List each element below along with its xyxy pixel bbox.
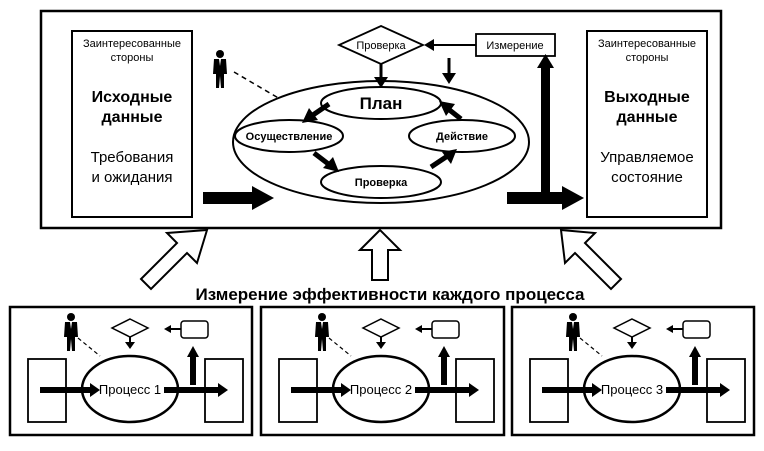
output-heading-line2: данные — [617, 109, 678, 126]
hollow-arrow-center — [357, 228, 403, 281]
output-stakeholders-line1: Заинтересованные — [598, 38, 696, 50]
process-1-label: Процесс 1 — [99, 382, 161, 397]
measure-to-check-arrow — [424, 39, 434, 51]
plan-to-do-arrow — [302, 108, 318, 123]
output-body-line2: состояние — [611, 169, 683, 186]
check-to-plan-arrow — [374, 77, 388, 88]
hollow-arrow-right — [559, 228, 623, 291]
do-to-check-arrow — [323, 157, 339, 172]
measurement-caption: Измерение эффективности каждого процесса — [196, 285, 585, 304]
check-to-act-arrow — [442, 149, 457, 164]
measurement-box-label: Измерение — [486, 40, 543, 52]
check-label: Проверка — [355, 177, 408, 189]
output-stakeholders-line2: стороны — [626, 52, 669, 64]
act-label: Действие — [436, 131, 488, 143]
hollow-arrow-left — [139, 228, 209, 291]
process-1-measurement-box — [180, 320, 209, 339]
input-heading-line1: Исходные — [92, 89, 173, 106]
output-arrow — [562, 186, 584, 210]
act-to-plan-arrow — [439, 101, 455, 116]
output-body-line1: Управляемое — [600, 149, 694, 166]
input-panel — [71, 30, 193, 218]
output-panel — [586, 30, 708, 218]
input-stakeholders-line1: Заинтересованные — [83, 38, 181, 50]
input-heading-line2: данные — [102, 109, 163, 126]
process-3-label: Процесс 3 — [601, 382, 663, 397]
input-arrow — [252, 186, 274, 210]
process-panel-2: Процесс 2 — [259, 305, 506, 437]
input-stakeholders-line2: стороны — [111, 52, 154, 64]
output-heading-line1: Выходные — [604, 89, 690, 106]
check-ellipse — [320, 165, 442, 199]
process-panel-3: Процесс 3 — [510, 305, 756, 437]
input-body-line1: Требования — [91, 149, 174, 166]
check-diamond-label: Проверка — [356, 40, 406, 52]
feedback-down-arrow — [442, 73, 456, 84]
input-body-line2: и ожидания — [91, 169, 172, 186]
do-label: Осуществление — [246, 131, 333, 143]
do-ellipse — [234, 119, 344, 153]
process-panel-1: Процесс 1 — [8, 305, 254, 437]
process-2-label: Процесс 2 — [350, 382, 412, 397]
plan-label: План — [360, 94, 403, 113]
process-2-measurement-box — [431, 320, 460, 339]
process-3-measurement-box — [682, 320, 711, 339]
act-ellipse — [408, 119, 516, 153]
feedback-up-arrow — [537, 54, 554, 68]
